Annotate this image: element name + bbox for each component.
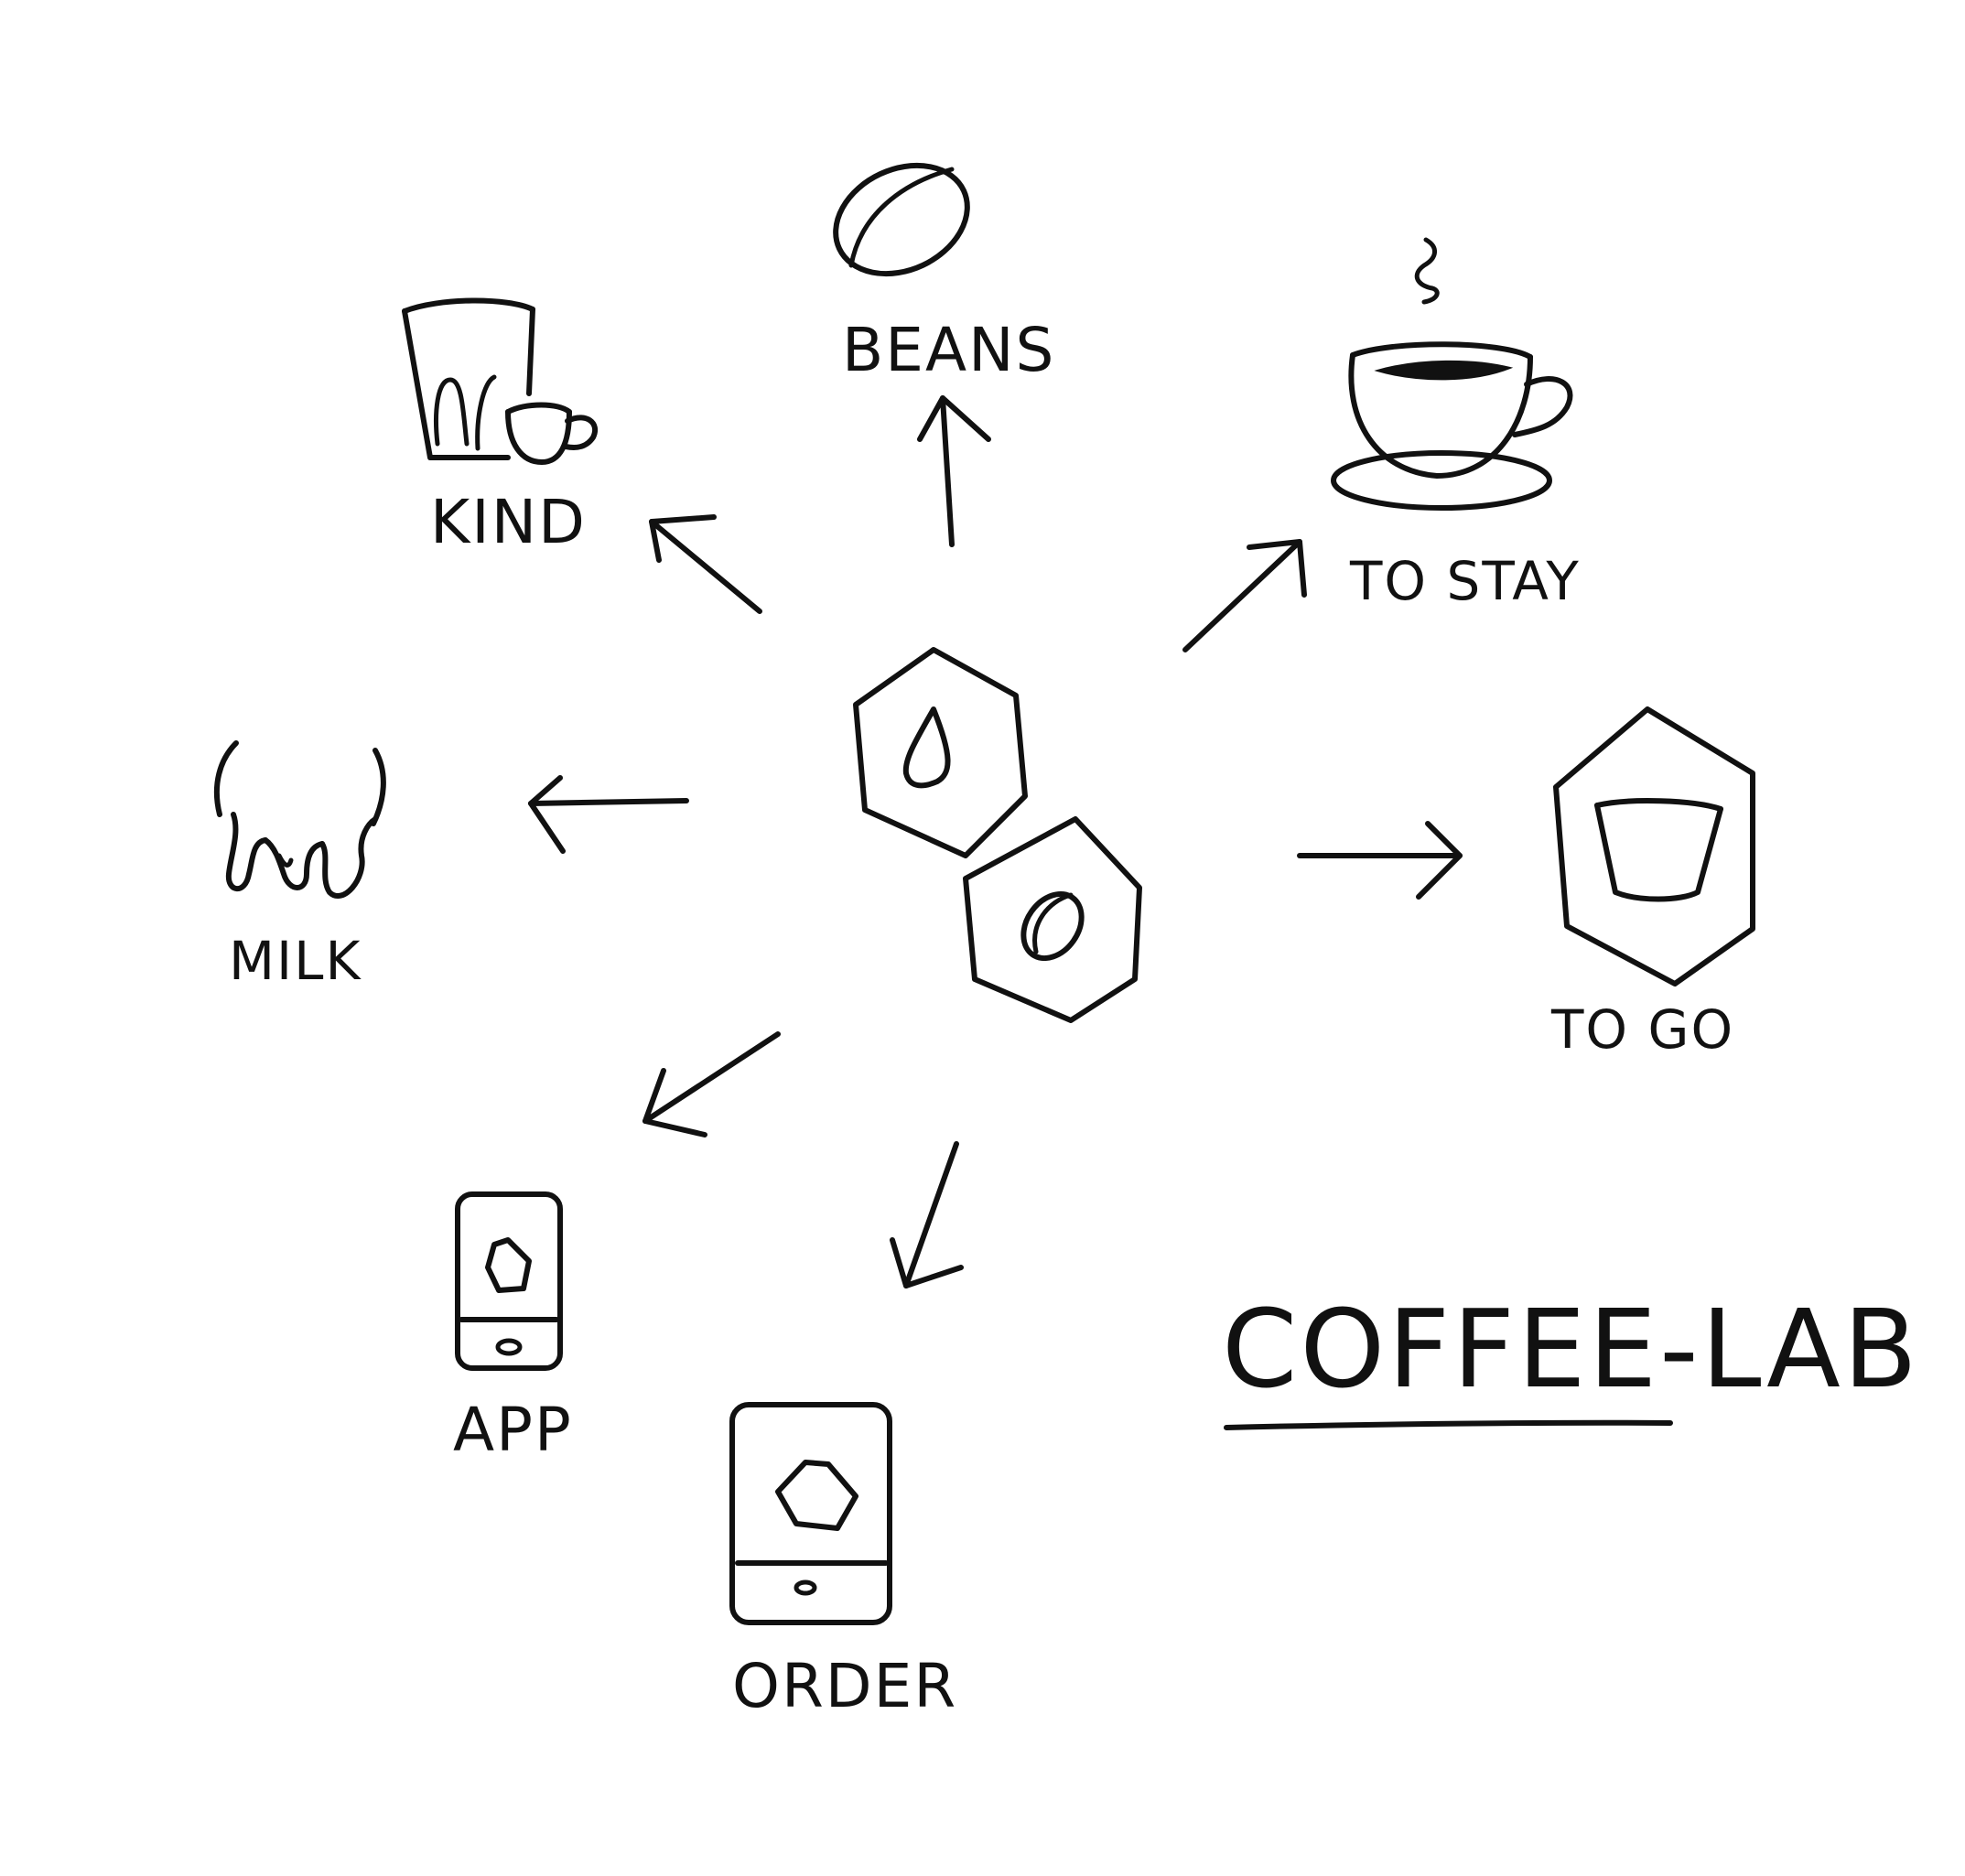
node-to-stay: TO STAY: [1331, 237, 1581, 612]
label-to-stay: TO STAY: [1349, 550, 1581, 612]
smartphone-icon: [455, 1191, 563, 1371]
arrow-to-kind: [649, 514, 762, 614]
arrow-to-to-stay: [1182, 539, 1307, 652]
center-logo: [853, 647, 1142, 1023]
coffee-bean-icon: [833, 162, 970, 277]
brand-title: COFFEE-LAB: [1222, 1286, 1920, 1412]
node-beans: BEANS: [833, 162, 1055, 385]
center-hexagon-drop: [853, 647, 1028, 858]
label-to-go: TO GO: [1550, 998, 1734, 1061]
tablet-icon: [729, 1402, 892, 1625]
node-app: APP: [453, 1191, 573, 1465]
water-drop-icon: [902, 706, 951, 789]
steam-icon: [1414, 237, 1440, 305]
label-app: APP: [453, 1395, 573, 1465]
arrow-to-beans: [917, 395, 991, 547]
cup-and-saucer-icon: [1331, 237, 1573, 511]
node-order: ORDER: [729, 1402, 957, 1721]
arrow-to-milk: [528, 775, 689, 854]
node-to-go: TO GO: [1550, 706, 1755, 1061]
arrow-to-app: [642, 1031, 781, 1137]
label-beans: BEANS: [842, 315, 1055, 385]
arrow-to-to-go: [1297, 821, 1463, 900]
label-kind: KIND: [430, 487, 587, 557]
arrows: [528, 395, 1463, 1288]
milk-splash-icon: [213, 740, 386, 899]
coffee-bean-icon: [1020, 890, 1085, 962]
label-order: ORDER: [732, 1651, 957, 1721]
title-underline: [1224, 1419, 1673, 1430]
glass-and-espresso-cup-icon: [402, 297, 598, 465]
brand-title-block: COFFEE-LAB: [1222, 1286, 1920, 1430]
takeaway-cup-hexagon-icon: [1553, 706, 1755, 987]
node-milk: MILK: [213, 740, 386, 992]
arrow-to-order: [890, 1141, 964, 1288]
node-kind: KIND: [402, 297, 598, 557]
label-milk: MILK: [229, 930, 362, 992]
center-hexagon-bean: [963, 816, 1142, 1023]
